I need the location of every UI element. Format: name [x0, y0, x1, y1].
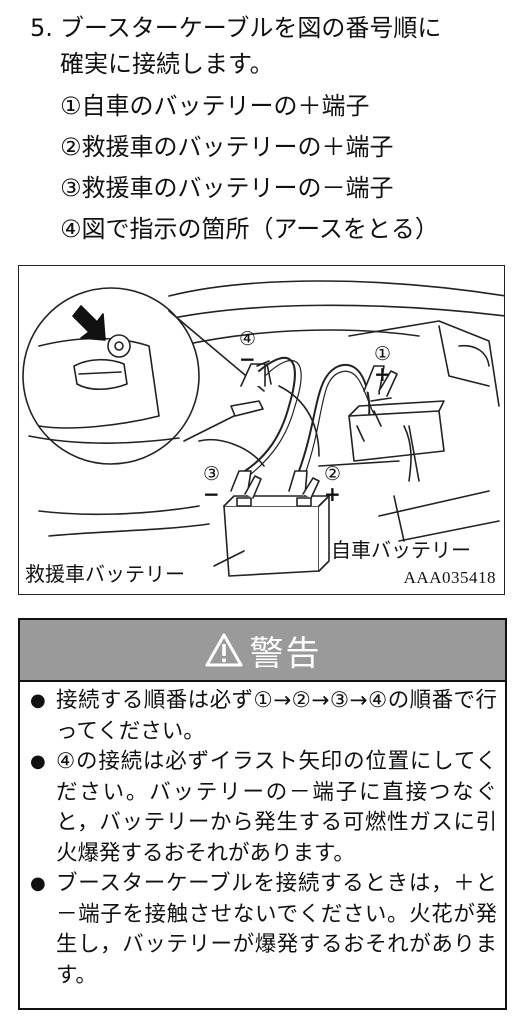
connection-step-2: ②救援車のバッテリーの＋端子 [60, 133, 394, 161]
rescue-positive-marker: ② + [324, 464, 341, 504]
connection-step-4: ④図で指示の箇所（アースをとる） [60, 215, 439, 243]
marker-2-number: ② [324, 463, 342, 485]
marker-2-sign: + [324, 482, 341, 506]
marker-3-sign: − [203, 482, 220, 506]
jump-start-illustration: ④ − ① + ③ − ② + 自車バッテリー 救援車バッテリー AAA0354… [18, 265, 505, 595]
connection-step-1: ①自車のバッテリーの＋端子 [60, 92, 370, 120]
warning-box: 警告 ● 接続する順番は必ず①→②→③→④の順番で行ってください。 ● ④の接続… [18, 618, 507, 1010]
warning-title: 警告 [249, 633, 322, 674]
figure-code: AAA035418 [403, 568, 496, 587]
own-battery-label: 自車バッテリー [331, 538, 471, 562]
connection-step-3: ③救援車のバッテリーの－端子 [60, 174, 394, 202]
warning-item-text: ブースターケーブルを接続するときは，＋と－端子を接触させないでください。火花が発… [56, 871, 497, 988]
bullet-icon: ● [30, 751, 46, 772]
warning-item-text: ④の接続は必ずイラスト矢印の位置にしてください。バッテリーの－端子に直接つなぐと… [56, 749, 497, 866]
ground-point-marker: ④ − [239, 329, 256, 369]
step-title-line1: ブースターケーブルを図の番号順に [60, 14, 442, 42]
step-title: 5.ブースターケーブルを図の番号順に 確実に接続します。 [30, 10, 520, 82]
engine-bay-drawing [22, 280, 504, 577]
marker-1-number: ① [374, 343, 392, 365]
warning-item: ● 接続する順番は必ず①→②→③→④の順番で行ってください。 [30, 686, 497, 747]
bullet-icon: ● [30, 690, 46, 711]
step-title-line2: 確実に接続します。 [60, 50, 274, 78]
rescue-battery-label: 救援車バッテリー [25, 562, 185, 586]
warning-header: 警告 [20, 620, 505, 682]
marker-4-sign: − [239, 347, 256, 371]
warning-item-text: 接続する順番は必ず①→②→③→④の順番で行ってください。 [56, 688, 497, 744]
step-number: 5. [30, 14, 53, 42]
marker-1-sign: + [374, 362, 391, 386]
rescue-negative-marker: ③ − [203, 464, 220, 504]
marker-4-number: ④ [239, 328, 257, 350]
warning-body: ● 接続する順番は必ず①→②→③→④の順番で行ってください。 ● ④の接続は必ず… [20, 682, 505, 991]
marker-3-number: ③ [203, 463, 221, 485]
connection-order-list: ①自車のバッテリーの＋端子 ②救援車のバッテリーの＋端子 ③救援車のバッテリーの… [60, 86, 439, 250]
warning-item: ● ブースターケーブルを接続するときは，＋と－端子を接触させないでください。火花… [30, 869, 497, 991]
warning-item: ● ④の接続は必ずイラスト矢印の位置にしてください。バッテリーの－端子に直接つな… [30, 747, 497, 869]
warning-triangle-icon [205, 633, 242, 667]
own-positive-marker: ① + [374, 344, 391, 384]
bullet-icon: ● [30, 873, 46, 894]
